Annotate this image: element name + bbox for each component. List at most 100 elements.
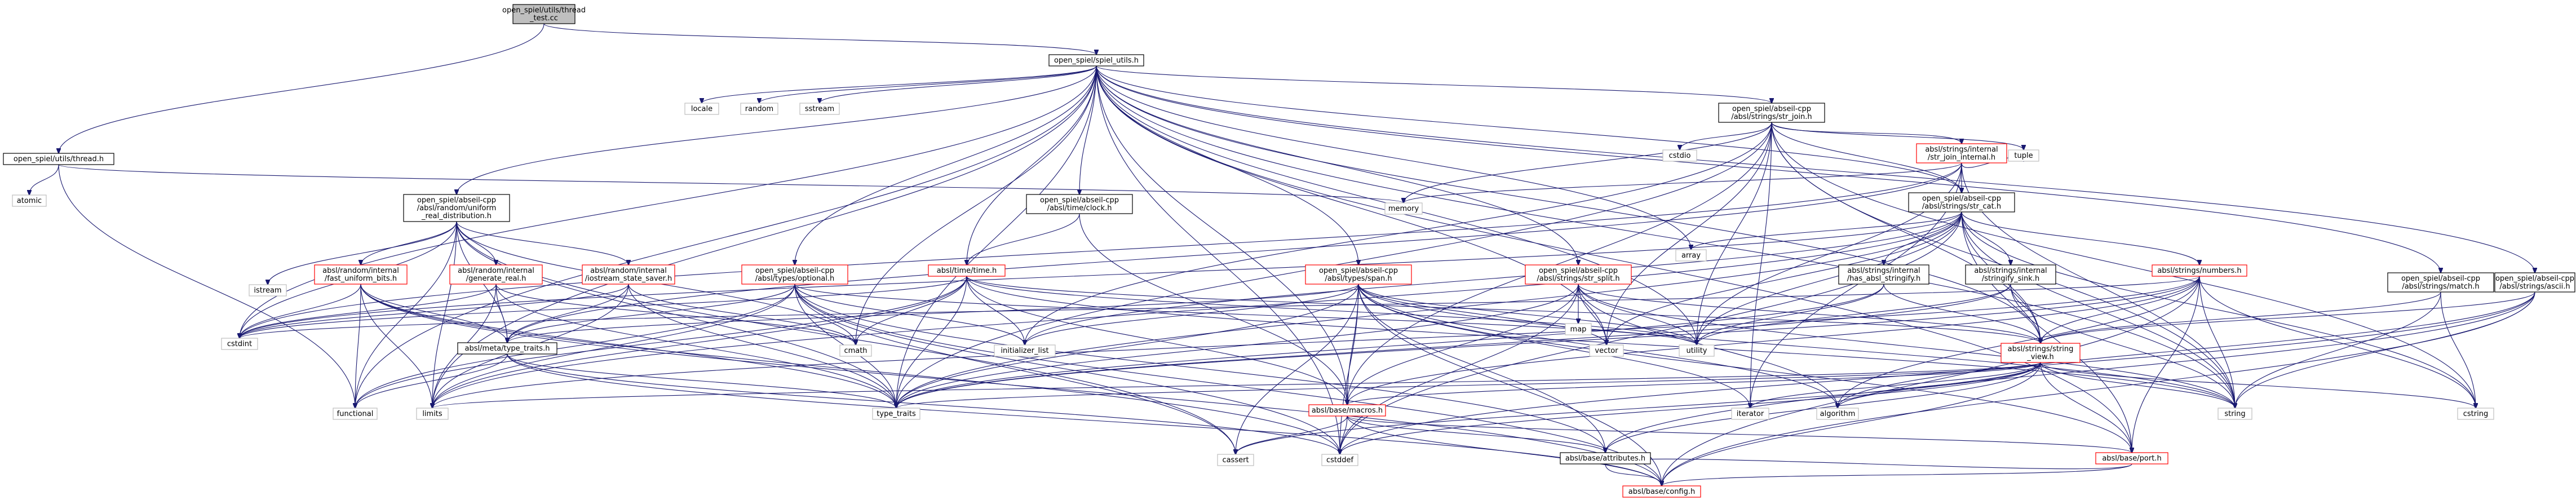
edge-optional-to-functional bbox=[355, 284, 795, 408]
node-label-atomic-0: atomic bbox=[17, 197, 42, 205]
edge-string_view-to-config bbox=[1662, 362, 2041, 486]
node-label-memory-0: memory bbox=[1388, 205, 1419, 213]
node-box-locale bbox=[684, 103, 719, 115]
edge-str_join-to-str_cat bbox=[1771, 122, 1962, 193]
node-label-random-0: random bbox=[745, 105, 773, 113]
node-str_cat[interactable]: open_spiel/abseil-cpp/absl/strings/str_c… bbox=[1908, 192, 2015, 213]
node-iostream_state[interactable]: absl/random/internal/iostream_state_save… bbox=[582, 264, 675, 285]
edge-numbers-to-cstring bbox=[2199, 276, 2476, 408]
node-str_join[interactable]: open_spiel/abseil-cpp/absl/strings/str_j… bbox=[1718, 103, 1825, 123]
edge-string_view-to-string bbox=[2040, 362, 2235, 408]
edge-root-to-spiel_utils bbox=[543, 23, 1096, 55]
edge-str_join_internal-to-cstdint bbox=[240, 162, 1962, 338]
node-label-stream-0: istream bbox=[254, 286, 281, 295]
node-time_h[interactable]: absl/time/time.h bbox=[928, 264, 1006, 277]
node-optional[interactable]: open_spiel/abseil-cpp/absl/types/optiona… bbox=[741, 264, 848, 285]
edge-spiel_utils-to-functional bbox=[355, 65, 1097, 408]
node-algorithm: algorithm bbox=[1816, 408, 1859, 420]
node-box-tuple bbox=[2008, 149, 2039, 162]
edge-spiel_utils-to-cmath bbox=[856, 65, 1097, 345]
edge-uniform_real-to-cassert bbox=[456, 221, 1236, 454]
node-stringify_sink[interactable]: absl/strings/internal/stringify_sink.h bbox=[1965, 264, 2056, 285]
node-box-time_h bbox=[928, 264, 1006, 277]
edge-string_view-to-macros bbox=[1347, 362, 2041, 405]
node-label-optional-1: /absl/types/optional.h bbox=[755, 275, 835, 283]
node-label-locale-0: locale bbox=[691, 105, 712, 113]
edge-str_join-to-vector bbox=[1606, 122, 1772, 345]
node-root[interactable]: open_spiel/utils/thread_test.cc bbox=[502, 4, 586, 24]
edge-time_h-to-macros bbox=[966, 276, 1347, 405]
node-thread_h[interactable]: open_spiel/utils/thread.h bbox=[3, 153, 114, 165]
node-label-string_view-1: _view.h bbox=[2026, 353, 2054, 361]
node-cmath: cmath bbox=[839, 344, 872, 357]
edge-str_join-to-macros bbox=[1347, 122, 1772, 405]
node-str_join_internal[interactable]: absl/strings/internal/str_join_internal.… bbox=[1916, 143, 2007, 163]
edge-mutex-to-time_h bbox=[967, 213, 1080, 265]
edge-fast_uniform-to-type_traits_meta bbox=[360, 284, 507, 343]
node-label-str_join-1: /absl/strings/str_join.h bbox=[1731, 113, 1812, 121]
edge-str_cat-to-limits bbox=[432, 211, 1962, 408]
edge-str_cat-to-port bbox=[1961, 211, 2132, 453]
node-type_traits_meta[interactable]: absl/meta/type_traits.h bbox=[457, 342, 557, 355]
node-cstdint: cstdint bbox=[221, 338, 258, 350]
edge-port-to-config bbox=[1662, 463, 2132, 486]
edge-str_join_internal-to-memory bbox=[1404, 162, 1962, 203]
edge-spiel_utils-to-time_h bbox=[967, 65, 1097, 265]
node-box-stringify_sink bbox=[1965, 264, 2056, 285]
node-label-mutex-1: /absl/time/clock.h bbox=[1047, 204, 1112, 213]
node-tuple: tuple bbox=[2008, 149, 2039, 162]
edge-str_cat-to-cstdint bbox=[240, 211, 1962, 338]
node-vector: vector bbox=[1589, 344, 1624, 357]
node-sstream: sstream bbox=[799, 103, 840, 115]
node-attributes[interactable]: absl/base/attributes.h bbox=[1560, 452, 1651, 464]
edge-numbers-to-type_traits bbox=[896, 276, 2200, 408]
edge-match-to-string bbox=[2235, 291, 2441, 408]
edge-optional-to-utility bbox=[794, 284, 1697, 345]
node-uniform_real[interactable]: open_spiel/abseil-cpp/absl/random/unifor… bbox=[403, 194, 510, 222]
node-numbers[interactable]: absl/strings/numbers.h bbox=[2152, 264, 2247, 277]
node-macros[interactable]: absl/base/macros.h bbox=[1308, 404, 1386, 417]
node-box-cstddef bbox=[1321, 454, 1358, 466]
edge-str_split-to-string_view bbox=[1578, 284, 2041, 343]
edge-spiel_utils-to-mutex bbox=[1079, 65, 1097, 194]
edge-uniform_real-to-generate_real bbox=[456, 221, 496, 265]
edge-str_join-to-iterator bbox=[1750, 122, 1772, 408]
node-label-vector-0: vector bbox=[1595, 347, 1618, 355]
node-ascii[interactable]: open_spiel/abseil-cpp/absl/strings/ascii… bbox=[2494, 272, 2575, 293]
node-match[interactable]: open_spiel/abseil-cpp/absl/strings/match… bbox=[2387, 272, 2494, 293]
edge-numbers-to-config bbox=[1662, 276, 2200, 486]
node-mutex[interactable]: open_spiel/abseil-cpp/absl/time/clock.h bbox=[1026, 194, 1133, 214]
edge-span-to-type_traits_meta bbox=[507, 284, 1359, 343]
node-cstdio: cstdio bbox=[1662, 149, 1697, 162]
node-generate_real[interactable]: absl/random/internal/generate_real.h bbox=[449, 264, 543, 285]
node-label-cstdint-0: cstdint bbox=[227, 340, 252, 348]
edge-str_cat-to-cstddef bbox=[1340, 211, 1962, 454]
node-fast_uniform[interactable]: absl/random/internal/fast_uniform_bits.h bbox=[314, 264, 408, 285]
node-cstring: cstring bbox=[2457, 408, 2494, 420]
node-box-vector bbox=[1589, 344, 1624, 357]
edge-fast_uniform-to-cstddef bbox=[360, 284, 1340, 454]
node-box-memory bbox=[1384, 202, 1423, 215]
node-label-config-0: absl/base/config.h bbox=[1628, 488, 1696, 496]
node-ostringstream[interactable]: absl/strings/internal/has_absl_stringify… bbox=[1838, 264, 1929, 285]
edge-fast_uniform-to-limits bbox=[360, 284, 432, 408]
edge-spiel_utils-to-macros bbox=[1096, 65, 1347, 405]
node-string_view[interactable]: absl/strings/string_view.h bbox=[2000, 343, 2081, 363]
node-config[interactable]: absl/base/config.h bbox=[1622, 485, 1701, 498]
node-box-match bbox=[2387, 272, 2494, 293]
node-box-stream bbox=[249, 284, 287, 297]
node-label-limits-0: limits bbox=[422, 410, 442, 418]
edge-spiel_utils-to-str_cat bbox=[1096, 65, 1962, 193]
edge-macros-to-cassert bbox=[1236, 415, 1348, 454]
node-label-str_join-0: open_spiel/abseil-cpp bbox=[1732, 105, 1811, 113]
node-spiel_utils[interactable]: open_spiel/spiel_utils.h bbox=[1048, 54, 1144, 67]
node-port[interactable]: absl/base/port.h bbox=[2095, 452, 2168, 464]
edge-spiel_utils-to-match bbox=[1096, 65, 2441, 273]
node-label-thread_h-0: open_spiel/utils/thread.h bbox=[14, 155, 104, 163]
node-span[interactable]: open_spiel/abseil-cpp/absl/types/span.h bbox=[1305, 264, 1412, 285]
node-label-str_split-1: /absl/strings/str_split.h bbox=[1537, 275, 1619, 283]
edge-spiel_utils-to-cstdint bbox=[240, 65, 1097, 338]
node-str_split[interactable]: open_spiel/abseil-cpp/absl/strings/str_s… bbox=[1525, 264, 1632, 285]
edge-time_h-to-string bbox=[966, 276, 2235, 408]
node-memory: memory bbox=[1384, 202, 1423, 215]
